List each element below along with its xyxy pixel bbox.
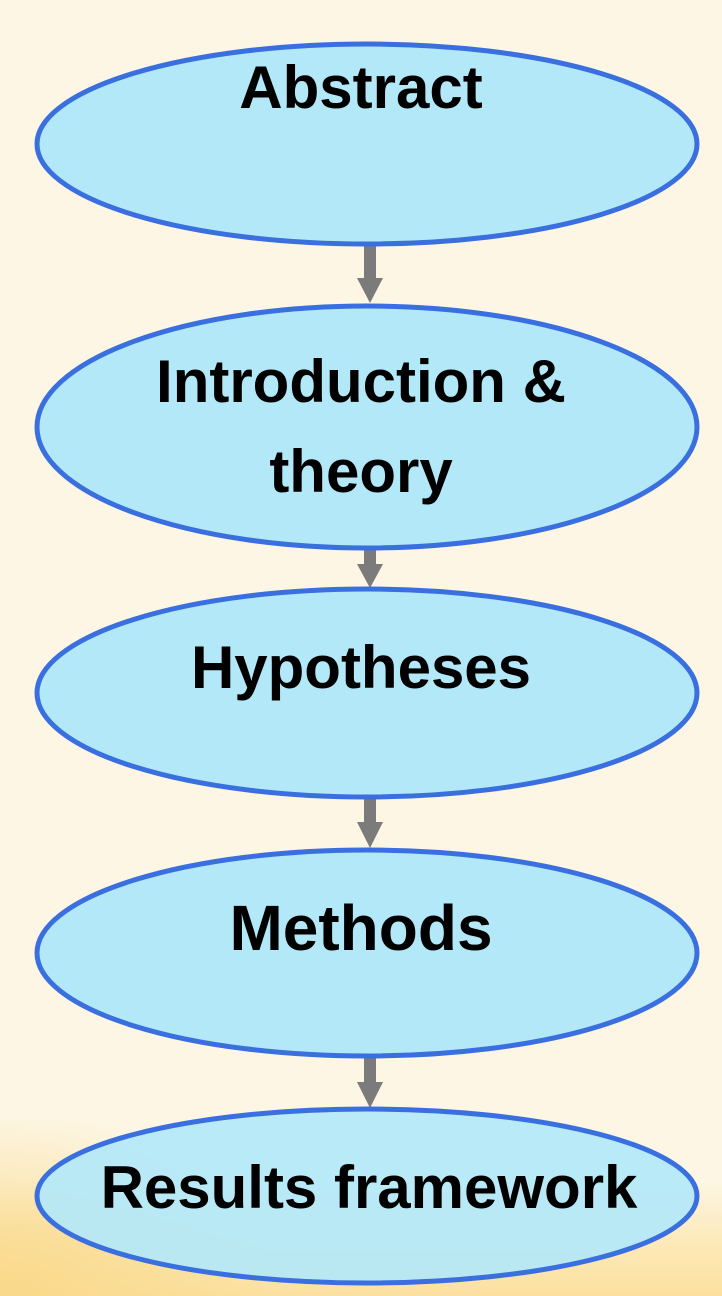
node-hypotheses-label: Hypotheses	[190, 634, 532, 701]
node-introduction-label-line2: theory	[269, 438, 453, 505]
arrow-abstract-to-introduction	[357, 244, 383, 303]
node-introduction-shape	[34, 303, 700, 551]
arrow-methods-to-results	[357, 1056, 383, 1108]
node-abstract-shape	[34, 41, 700, 247]
node-methods-label: Methods	[229, 892, 493, 964]
arrow-introduction-to-hypotheses	[357, 548, 383, 588]
arrow-hypotheses-to-methods	[357, 798, 383, 848]
node-hypotheses-shape	[34, 586, 700, 800]
node-methods-shape	[34, 847, 700, 1059]
node-introduction-label: Introduction &	[156, 348, 566, 415]
node-results-label: Results framework	[100, 1154, 638, 1221]
node-abstract-label: Abstract	[239, 54, 483, 121]
node-results-shape	[34, 1106, 700, 1286]
